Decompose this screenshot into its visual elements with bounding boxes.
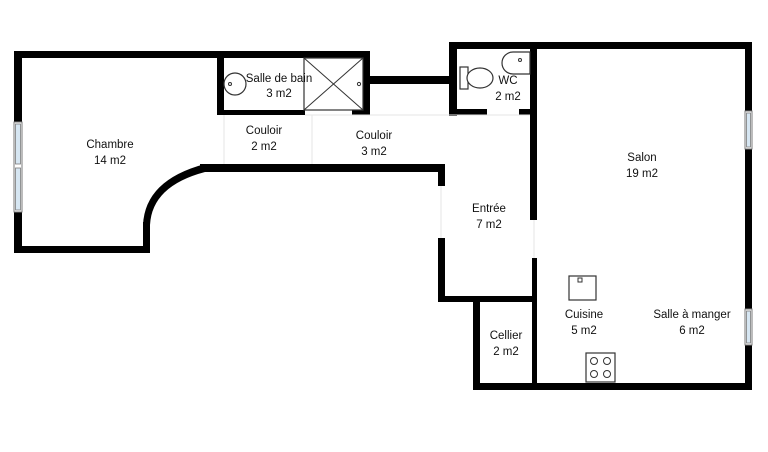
room-area: 3 m2 <box>361 146 387 158</box>
sink-icon <box>501 51 531 75</box>
room-area: 3 m2 <box>266 88 292 100</box>
room-wc: WC 2 m2 <box>495 75 521 103</box>
walls <box>14 42 752 390</box>
wall-bottom <box>473 383 752 390</box>
room-area: 7 m2 <box>476 219 502 231</box>
wall-chambre-curve <box>143 164 205 225</box>
room-salon: Salon 19 m2 <box>626 152 658 180</box>
window-chambre <box>13 121 23 213</box>
room-area: 2 m2 <box>495 91 521 103</box>
wall-chambre-curve-stub <box>143 222 150 253</box>
room-name: Salon <box>627 152 656 164</box>
wall-chambre-bottom <box>14 246 150 253</box>
room-name: Salle à manger <box>653 309 731 321</box>
room-couloir-2: Couloir 3 m2 <box>356 130 393 158</box>
wall-top-left <box>14 51 370 58</box>
room-name: Cuisine <box>565 309 603 321</box>
openings <box>223 114 535 258</box>
sink-icon <box>568 275 597 301</box>
window-salon <box>744 110 753 150</box>
wall-salon-left-lower <box>532 258 537 386</box>
wall-corridor-bottom <box>200 164 445 172</box>
windows <box>13 110 753 346</box>
room-name: Chambre <box>86 139 133 151</box>
wall-cellier-left <box>473 296 480 390</box>
room-area: 19 m2 <box>626 168 658 180</box>
wall-connector <box>363 76 456 84</box>
room-area: 2 m2 <box>493 346 519 358</box>
room-area: 6 m2 <box>679 325 705 337</box>
room-name: Couloir <box>246 125 283 137</box>
room-cellier: Cellier 2 m2 <box>490 330 523 358</box>
wall-sdb-left <box>217 51 224 115</box>
shower-icon <box>303 57 364 111</box>
room-couloir-1: Couloir 2 m2 <box>246 125 283 153</box>
room-area: 2 m2 <box>251 141 277 153</box>
wall-sdb-bottom-right <box>352 110 370 115</box>
room-entree: Entrée 7 m2 <box>472 203 506 231</box>
room-salle-de-bain: Salle de bain 3 m2 <box>246 73 313 100</box>
toilet-icon <box>459 66 494 90</box>
sink-icon <box>223 72 247 96</box>
room-chambre: Chambre 14 m2 <box>86 139 133 167</box>
wall-top-right <box>449 42 752 49</box>
wall-entree-bottom <box>438 296 537 302</box>
wall-wc-bottom-left <box>449 109 487 115</box>
wall-sdb-bottom <box>217 110 305 115</box>
wall-wc-bottom-right <box>519 109 537 115</box>
room-cuisine: Cuisine 5 m2 <box>565 309 603 337</box>
room-salle-a-manger: Salle à manger 6 m2 <box>653 309 731 337</box>
room-name: Salle de bain <box>246 73 313 85</box>
cooktop-icon <box>585 352 616 383</box>
room-name: WC <box>498 75 517 87</box>
wall-right <box>745 42 752 390</box>
room-name: Entrée <box>472 203 506 215</box>
room-name: Couloir <box>356 130 393 142</box>
room-area: 5 m2 <box>571 325 597 337</box>
wall-wc-left <box>449 42 457 116</box>
wall-entree-left-bottom <box>438 238 445 302</box>
wall-entree-left-top <box>438 164 445 186</box>
room-name: Cellier <box>490 330 523 342</box>
window-salle-a-manger <box>744 308 753 346</box>
room-area: 14 m2 <box>94 155 126 167</box>
wall-salon-left-upper <box>530 42 537 220</box>
